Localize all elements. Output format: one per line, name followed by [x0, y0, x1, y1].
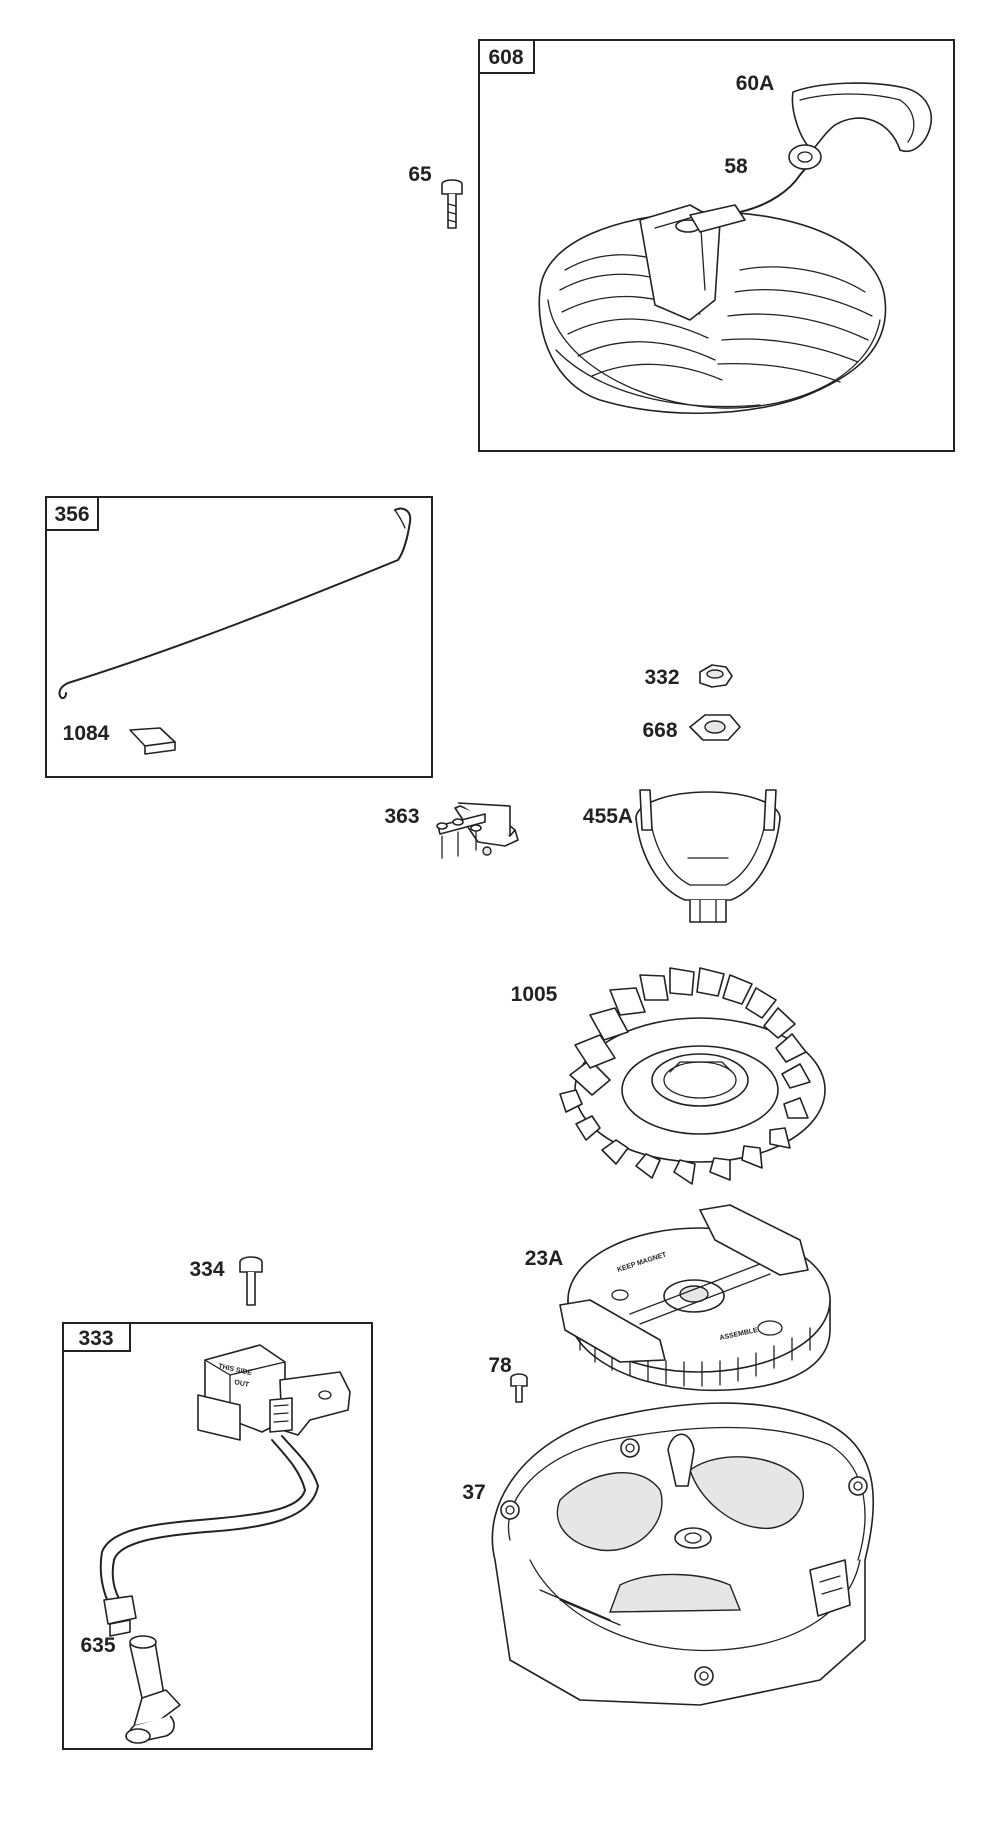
kit-tag-333 [62, 1322, 131, 1352]
ignition-coil-drawing: THIS SIDE OUT [99, 1344, 351, 1637]
coil-stamp-bottom: OUT [234, 1379, 251, 1389]
cup-drawing [635, 789, 781, 923]
screw-drawing [239, 1256, 263, 1306]
nut-drawing [699, 664, 733, 688]
link-rod-drawing [58, 507, 412, 700]
callout-78: 78 [488, 1354, 512, 1377]
blower-housing-drawing [491, 1402, 875, 1706]
callout-1084: 1084 [63, 722, 110, 745]
callout-65: 65 [408, 163, 432, 186]
callout-1005: 1005 [511, 983, 558, 1006]
callout-23A: 23A [525, 1247, 564, 1270]
callout-668: 668 [642, 719, 677, 742]
kit-tag-356 [45, 496, 99, 531]
flywheel-drawing: KEEP MAGNET ASSEMBLE [559, 1204, 831, 1392]
screw-drawing [441, 179, 463, 229]
callout-333: 333 [78, 1327, 113, 1350]
washer-drawing [689, 714, 741, 741]
fan-drawing [559, 967, 826, 1185]
kit-box-356 [45, 496, 433, 778]
starter-handle-drawing [788, 82, 932, 170]
callout-60A: 60A [736, 72, 775, 95]
clip-drawing [129, 727, 176, 755]
recoil-starter-drawing [538, 204, 887, 415]
callout-58: 58 [724, 155, 748, 178]
screw-drawing [510, 1373, 528, 1403]
callout-635: 635 [80, 1634, 115, 1657]
spark-plug-boot-drawing [125, 1635, 181, 1744]
kit-tag-608 [478, 39, 535, 74]
callout-455A: 455A [583, 805, 633, 828]
callout-608: 608 [488, 46, 523, 69]
bracket-drawing [436, 802, 519, 859]
callout-334: 334 [189, 1258, 224, 1281]
callout-332: 332 [644, 666, 679, 689]
callout-356: 356 [54, 503, 89, 526]
callout-37: 37 [462, 1481, 485, 1504]
callout-363: 363 [384, 805, 419, 828]
